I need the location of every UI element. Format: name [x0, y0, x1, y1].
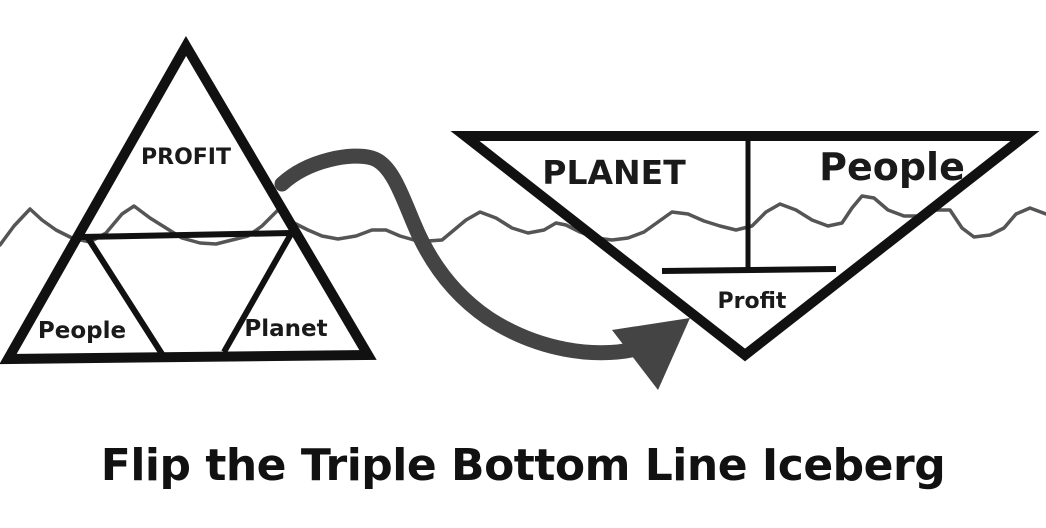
left-triangle-waterline-divider: [79, 230, 292, 240]
left-triangle-outline: [0, 36, 377, 365]
left-triangle: [0, 36, 377, 365]
left-triangle-right-divider: [221, 232, 294, 354]
left-triangle-left-divider: [85, 236, 165, 356]
left-top-label: PROFIT: [141, 145, 231, 170]
left-bottom-right-label: Planet: [244, 316, 327, 342]
right-bottom-label: Profit: [718, 289, 787, 314]
right-top-right-label: People: [819, 145, 965, 189]
right-triangle: [450, 131, 1040, 362]
left-bottom-left-label: People: [38, 318, 126, 344]
right-triangle-outline: [450, 131, 1040, 362]
flip-arrow-shaft: [274, 148, 656, 361]
flip-arrow: [274, 148, 690, 390]
right-triangle-profit-divider: [661, 266, 837, 274]
flip-arrow-head: [612, 318, 690, 390]
caption-title: Flip the Triple Bottom Line Iceberg: [100, 440, 946, 491]
right-top-left-label: PLANET: [542, 153, 686, 192]
